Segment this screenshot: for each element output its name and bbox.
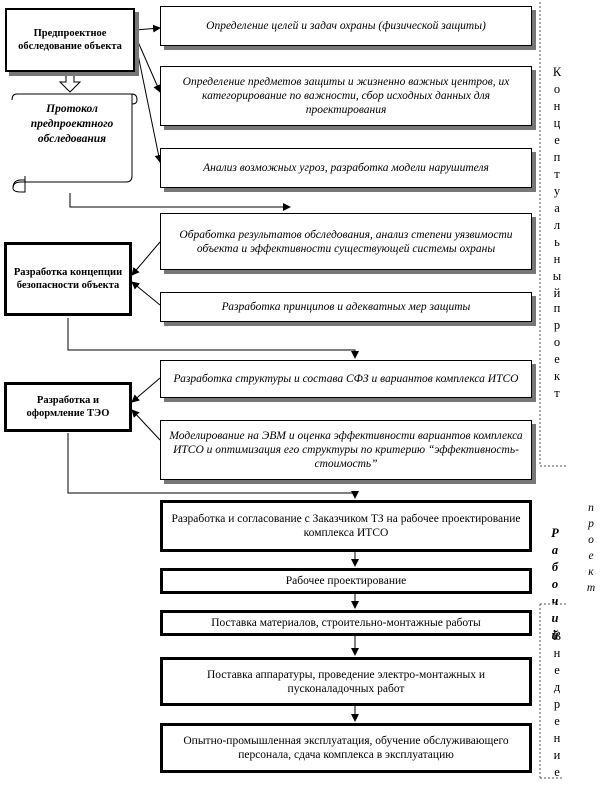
side-label-letter: п (553, 301, 561, 315)
protocol-scroll: Протокол предпроектного обследования (11, 90, 138, 194)
side-label-letter: Р (551, 526, 559, 540)
step-tz: Разработка и согласование с Заказчиком Т… (160, 500, 532, 552)
side-label-letter: К (552, 65, 562, 79)
side-label-letter: а (551, 543, 559, 557)
step-protected-subjects: Определение предметов защиты и жизненно … (160, 66, 532, 126)
arrow-modeling-to-teo (131, 409, 161, 441)
arrow-survey-to-goals (134, 24, 161, 33)
side-label-letter: о (588, 534, 594, 546)
side-label-letter: е (554, 352, 560, 366)
teo-text: Разработка и оформление ТЭО (26, 395, 110, 419)
side-label-letter: е (554, 714, 560, 728)
side-label-letter: ь (554, 235, 560, 249)
side-label-letter: ч (551, 594, 559, 608)
side-label-letter: р (553, 318, 561, 332)
side-label-letter: й (551, 628, 559, 642)
survey-box: Предпроектное обследование объекта (5, 8, 135, 72)
side-label-letter: т (554, 167, 560, 181)
step-structure: Разработка структуры и состава СФЗ и вар… (160, 360, 532, 398)
arrow-survey-to-threats (134, 39, 163, 163)
side-label-letter: д (553, 680, 561, 694)
side-label-letter: и (553, 748, 561, 762)
side-label-letter: л (553, 218, 561, 232)
side-label-letter: н (553, 252, 561, 266)
concept-box: Разработка концепции безопасности объект… (4, 242, 132, 316)
section-brackets (539, 2, 566, 779)
side-label-letter: е (554, 133, 560, 147)
step-threat-analysis: Анализ возможных угроз, разработка модел… (160, 148, 532, 188)
arrow-survey-to-protocol (58, 73, 82, 93)
side-label-letter: н (553, 646, 561, 660)
side-label-letter: п (553, 150, 561, 164)
side-label-letter: е (554, 765, 560, 779)
teo-box: Разработка и оформление ТЭО (4, 382, 132, 432)
side-label-letter: й (553, 286, 561, 300)
arrow-structure-to-teo (131, 377, 161, 403)
step-modeling: Моделирование на ЭВМ и оценка эффективно… (160, 420, 532, 480)
side-label-letter: В (552, 629, 562, 643)
step-working-design: Рабочее проектирование (160, 568, 532, 594)
side-label-letter: е (588, 550, 594, 562)
scroll-icon (11, 93, 138, 193)
side-label-letter: н (553, 731, 561, 745)
step-materials: Поставка материалов, строительно-монтажн… (160, 610, 532, 636)
side-label-letter: ц (553, 116, 561, 130)
arrow-processing-to-concept (131, 241, 161, 276)
side-label-letter: к (588, 566, 594, 578)
side-label-letter: о (551, 577, 559, 591)
side-label-letter: и (551, 611, 559, 625)
arrow-principles-to-concept (131, 281, 161, 306)
side-label-letter: о (553, 335, 561, 349)
side-label-letter: п (588, 502, 594, 514)
survey-text: Предпроектное обследование объекта (18, 28, 122, 52)
arrow-concept-to-structure (67, 318, 359, 359)
side-label-letter: т (554, 386, 560, 400)
side-label-letter: у (553, 184, 561, 198)
arrow-survey-to-subjects (134, 34, 161, 93)
arrow-protocol-to-analysis (69, 193, 291, 211)
side-label-letter: ы (552, 269, 562, 283)
step-equipment: Поставка аппаратуры, проведение электро-… (160, 657, 532, 706)
protocol-text: Протокол предпроектного обследования (30, 103, 114, 145)
side-label-letter: н (553, 99, 561, 113)
concept-text: Разработка концепции безопасности объект… (13, 267, 123, 291)
step-principles: Разработка принципов и адекватных мер за… (160, 292, 532, 322)
side-label-letter: б (551, 560, 559, 574)
step-survey-processing: Обработка результатов обследования, анал… (160, 213, 532, 270)
side-label-letter: р (588, 518, 594, 530)
side-label-letter: е (554, 663, 560, 677)
step-commissioning: Опытно-промышленная эксплуатация, обучен… (160, 723, 532, 773)
side-label-letter: к (553, 369, 561, 383)
side-label-letter: о (553, 82, 561, 96)
arrow-teo-to-tz (67, 433, 359, 499)
step-goals: Определение целей и задач охраны (физиче… (160, 6, 532, 46)
side-label-letter: р (553, 697, 561, 711)
side-label-letter: а (554, 201, 560, 215)
side-label-letter: т (586, 582, 596, 594)
